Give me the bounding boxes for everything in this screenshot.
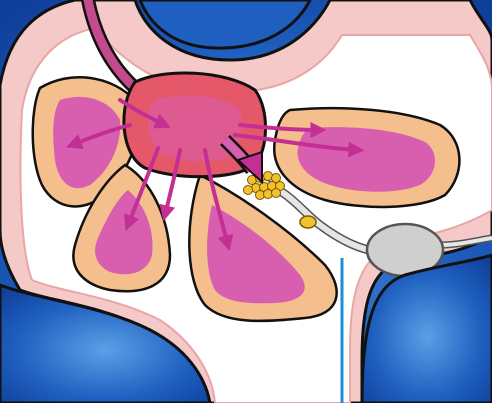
yellow-oval <box>300 216 316 228</box>
